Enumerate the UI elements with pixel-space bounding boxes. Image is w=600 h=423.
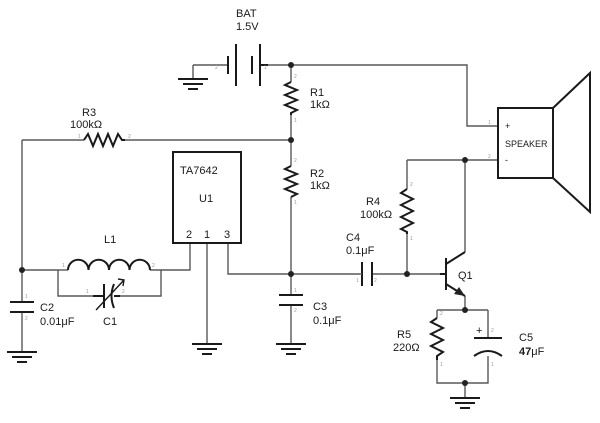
speaker-symbol: SPEAKER + -: [497, 70, 591, 215]
inductor-l1: L1: [67, 234, 151, 271]
c3-value: 0.1μF: [313, 315, 342, 327]
pin-number: 1: [62, 263, 65, 269]
l1-ref: L1: [104, 234, 116, 246]
ground-symbol-c3: [276, 343, 306, 355]
r1-ref: R1: [310, 87, 324, 99]
speaker-label: SPEAKER: [505, 139, 548, 149]
pin-number: 1: [410, 236, 413, 242]
pin-number: 1: [86, 289, 89, 295]
junction-dot: [19, 267, 25, 273]
pin-number: 2: [128, 134, 131, 140]
r1-value: 1kΩ: [310, 99, 330, 111]
pin-number: 2: [440, 311, 443, 317]
resistor-r1: R1 1kΩ: [282, 81, 330, 115]
pin-number: 2: [410, 182, 413, 188]
r3-ref: R3: [82, 107, 96, 119]
c5-plus: +: [476, 325, 482, 337]
capacitor-c4: C4 0.1μF: [346, 232, 375, 286]
ic-ref: U1: [199, 193, 213, 205]
ic-pin-label: 1: [204, 229, 210, 241]
pin-number: 2: [294, 158, 297, 164]
junction-dot: [288, 271, 294, 277]
junction-dot: [288, 62, 294, 68]
pin-number: 2: [122, 289, 125, 295]
r5-ref: R5: [397, 329, 411, 341]
resistor-r5: R5 220Ω: [393, 317, 446, 360]
r3-value: 100kΩ: [70, 119, 102, 131]
pin-numbers: 2 1 2 1 2 1 1 2 1 2 1 2 1 2 1 2 1 2 2 1 …: [25, 65, 494, 368]
c2-value: 0.01μF: [40, 316, 75, 328]
pin-number: 2: [152, 263, 155, 269]
c4-ref: C4: [346, 232, 360, 244]
pin-number: 2: [215, 65, 218, 71]
pin-number: 1: [294, 118, 297, 124]
pin-number: 1: [491, 362, 494, 368]
pin-number: 1: [440, 362, 443, 368]
junction-dot: [462, 380, 468, 386]
junction-dot: [288, 137, 294, 143]
transistor-q1: Q1: [440, 251, 473, 297]
ground-symbol-u1: [192, 343, 222, 355]
resistor-r4: R4 100kΩ: [360, 188, 416, 234]
battery-symbol: BAT 1.5V: [227, 8, 268, 86]
pin-number: 2: [25, 316, 28, 322]
capacitor-c5: + C5 47μF: [473, 325, 545, 358]
c5-ref: C5: [519, 332, 533, 344]
capacitor-c3: C3 0.1μF: [279, 294, 342, 327]
c5-value: 47μF: [519, 346, 545, 358]
ground-symbol-battery: [178, 64, 210, 90]
speaker-plus: +: [505, 121, 510, 131]
ic-u1: TA7642 U1 2 1 3: [172, 151, 242, 244]
junctions: [19, 62, 468, 386]
c2-ref: C2: [40, 302, 54, 314]
r5-value: 220Ω: [393, 342, 420, 354]
pin-number: 1: [294, 288, 297, 294]
ic-pin-label: 3: [224, 229, 230, 241]
r4-ref: R4: [366, 196, 380, 208]
ground-symbol-emitter: [450, 397, 480, 409]
pin-number: 1: [25, 294, 28, 300]
r2-ref: R2: [310, 168, 324, 180]
junction-dot: [462, 307, 468, 313]
pin-number: 1: [294, 200, 297, 206]
q1-ref: Q1: [458, 270, 473, 282]
variable-capacitor-c1: C1: [93, 278, 125, 328]
pin-number: 2: [488, 154, 491, 160]
pin-number: 2: [374, 278, 377, 284]
r4-value: 100kΩ: [360, 209, 392, 221]
resistor-r3: R3 100kΩ: [70, 107, 125, 149]
ic-pin-label: 2: [186, 229, 192, 241]
capacitor-c2: C2 0.01μF: [10, 301, 75, 328]
junction-dot: [462, 157, 468, 163]
r2-value: 1kΩ: [310, 180, 330, 192]
pin-number: 2: [294, 308, 297, 314]
pin-number: 1: [78, 134, 81, 140]
battery-ref: BAT: [236, 8, 257, 20]
c4-value: 0.1μF: [346, 245, 375, 257]
pin-number: 2: [294, 74, 297, 80]
speaker-minus: -: [505, 155, 508, 165]
c1-ref: C1: [103, 316, 117, 328]
pin-number: 1: [488, 120, 491, 126]
ground-symbol-c2: [7, 351, 37, 363]
pin-number: 2: [491, 328, 494, 334]
battery-value: 1.5V: [236, 21, 259, 33]
junction-dot: [404, 271, 410, 277]
pin-number: 1: [264, 65, 267, 71]
ic-part-number: TA7642: [180, 165, 218, 177]
resistor-r2: R2 1kΩ: [282, 165, 330, 198]
pin-number: 1: [356, 278, 359, 284]
c3-ref: C3: [313, 301, 327, 313]
